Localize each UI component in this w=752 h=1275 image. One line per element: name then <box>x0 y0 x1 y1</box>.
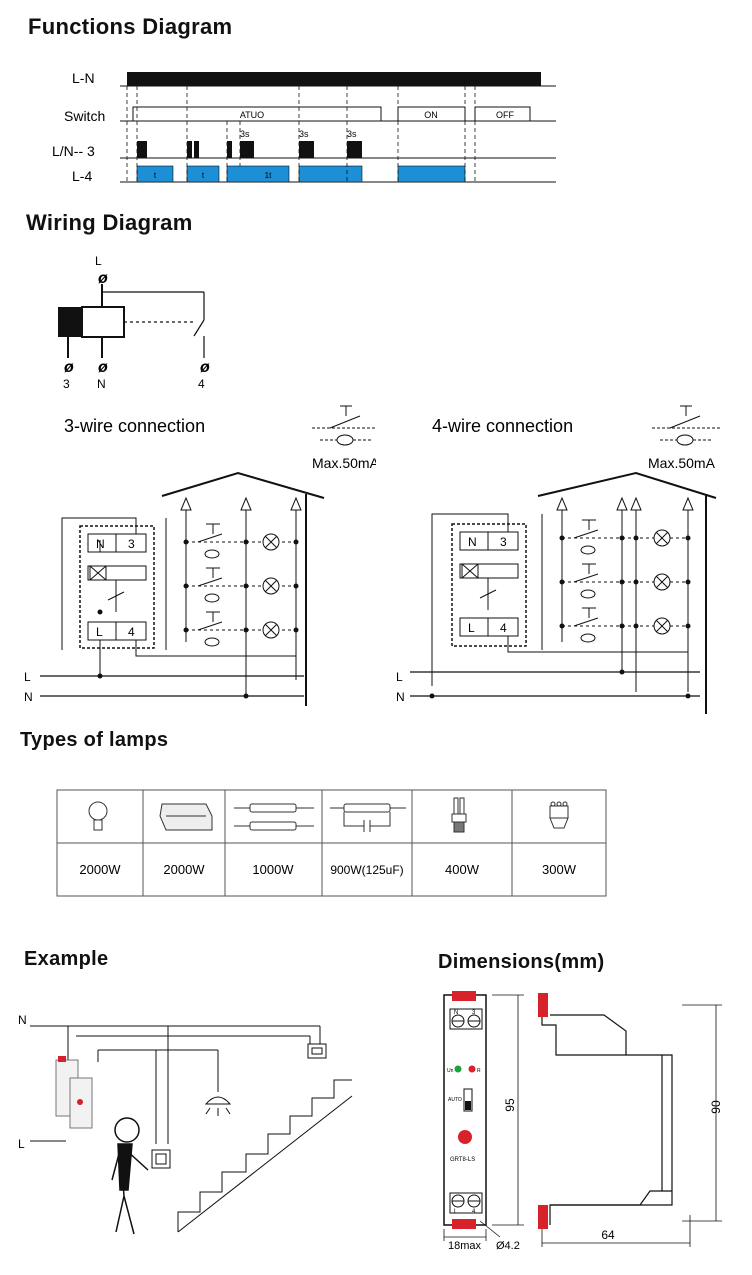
example-heading: Example <box>24 948 109 970</box>
block-l-label: L <box>96 625 103 639</box>
block-4-label-2: 4 <box>500 621 507 635</box>
ln-power-bar <box>127 72 541 86</box>
example-line-n: N <box>18 1013 27 1027</box>
dim-terminal-3: 3 <box>472 1010 476 1016</box>
svg-text:ø: ø <box>98 359 108 376</box>
lamp-power-cfl: 400W <box>445 862 480 877</box>
dim-terminal-4: 4 <box>472 1209 476 1215</box>
halogen-lamp-icon <box>159 803 213 831</box>
dim-width-18: 18max <box>448 1240 482 1252</box>
delay-label-2: 3s <box>299 129 309 139</box>
incandescent-bulb-icon <box>88 801 108 831</box>
max-current-1: Max.50mA <box>312 455 376 471</box>
svg-text:ø: ø <box>98 270 108 287</box>
block-3-label: 3 <box>128 537 135 551</box>
switch-on-label: ON <box>424 110 438 120</box>
led-bulb-icon <box>549 801 569 829</box>
block-4-label: 4 <box>128 625 135 639</box>
lamp-power-compensated: 900W(125uF) <box>330 863 403 877</box>
three-wire-connection: 3-wire connection Max.50mA N 3 L 4 <box>24 405 376 706</box>
dim-terminal-l: L <box>454 1209 458 1215</box>
block-n-label-2: N <box>468 535 477 549</box>
dim-led-r: R <box>477 1068 481 1074</box>
dim-hole: Ø4.2 <box>496 1240 520 1252</box>
terminal-3-label: 3 <box>63 377 70 391</box>
switch-auto-label: ATUO <box>240 110 264 120</box>
push-button-symbol-2 <box>652 405 720 446</box>
wiring-diagram-heading: Wiring Diagram <box>26 210 193 235</box>
switch-off-label: OFF <box>496 110 514 120</box>
row-label-ln3: L/N‐‐ 3 <box>52 143 95 159</box>
ceiling-lamp-icon <box>204 1096 232 1116</box>
pulse-label-3: 1t <box>265 171 272 180</box>
four-wire-title: 4-wire connection <box>432 416 573 436</box>
dim-terminal-n: N <box>454 1010 458 1016</box>
person-figure <box>111 1117 149 1235</box>
block-3-label-2: 3 <box>500 535 507 549</box>
four-wire-connection: 4-wire connection Max.50mA N 3 L 4 <box>396 405 720 714</box>
lamp-power-incandescent: 2000W <box>79 862 121 877</box>
lamp-types-heading: Types of lamps <box>20 729 169 751</box>
svg-text:ø: ø <box>200 359 210 376</box>
three-wire-title: 3-wire connection <box>64 416 205 436</box>
max-current-2: Max.50mA <box>648 455 716 471</box>
lamp-power-led: 300W <box>542 862 577 877</box>
terminal-n-label: N <box>97 377 106 391</box>
row-label-ln: L-N <box>72 70 95 86</box>
functions-timing-diagram: L-N Switch L/N‐‐ 3 L-4 ATUO ON OFF 3s 3s… <box>52 70 556 184</box>
delay-label-1: 3s <box>240 129 250 139</box>
dim-device-label: GRT8-LS <box>450 1157 475 1163</box>
example-line-l: L <box>18 1137 25 1151</box>
block-l-label-2: L <box>468 621 475 635</box>
functions-diagram-heading: Functions Diagram <box>28 14 233 39</box>
dimensions-heading: Dimensions(mm) <box>438 951 605 973</box>
dim-height-90: 90 <box>709 1100 723 1114</box>
cfl-bulb-icon <box>451 797 467 833</box>
dim-switch-label: AUTO <box>448 1097 462 1103</box>
dim-height-95: 95 <box>503 1098 517 1112</box>
dimensions-drawing: N 3 Un R AUTO GRT8-LS L 4 95 18max Ø4.2 … <box>443 991 723 1252</box>
row-label-switch: Switch <box>64 108 105 124</box>
delay-label-3: 3s <box>347 129 357 139</box>
svg-text:ø: ø <box>64 359 74 376</box>
bus-n-label-2: N <box>396 690 405 704</box>
example-illustration: N L <box>18 1013 353 1235</box>
lamp-types-table: 2000W 2000W 1000W 900W(125uF) 400W 300W <box>56 789 607 897</box>
row-label-l4: L-4 <box>72 168 92 184</box>
terminal-l-label: L <box>95 254 102 268</box>
bus-l-label: L <box>24 670 31 684</box>
push-button-symbol-1 <box>312 405 376 446</box>
bus-n-label: N <box>24 690 33 704</box>
pulse-label-1: t <box>154 171 157 180</box>
fluorescent-tube-icon <box>234 803 314 831</box>
module-schematic: L ø ø ø ø 3 N 4 <box>58 254 210 391</box>
lamp-power-halogen: 2000W <box>163 862 205 877</box>
compensated-fluorescent-icon <box>330 803 406 832</box>
terminal-4-label: 4 <box>198 377 205 391</box>
pulse-label-2: t <box>202 171 205 180</box>
switch-auto-box <box>132 106 382 122</box>
dim-depth-64: 64 <box>601 1228 615 1242</box>
bus-l-label-2: L <box>396 670 403 684</box>
dim-led-un: Un <box>447 1068 454 1074</box>
lamp-power-fluorescent: 1000W <box>252 862 294 877</box>
